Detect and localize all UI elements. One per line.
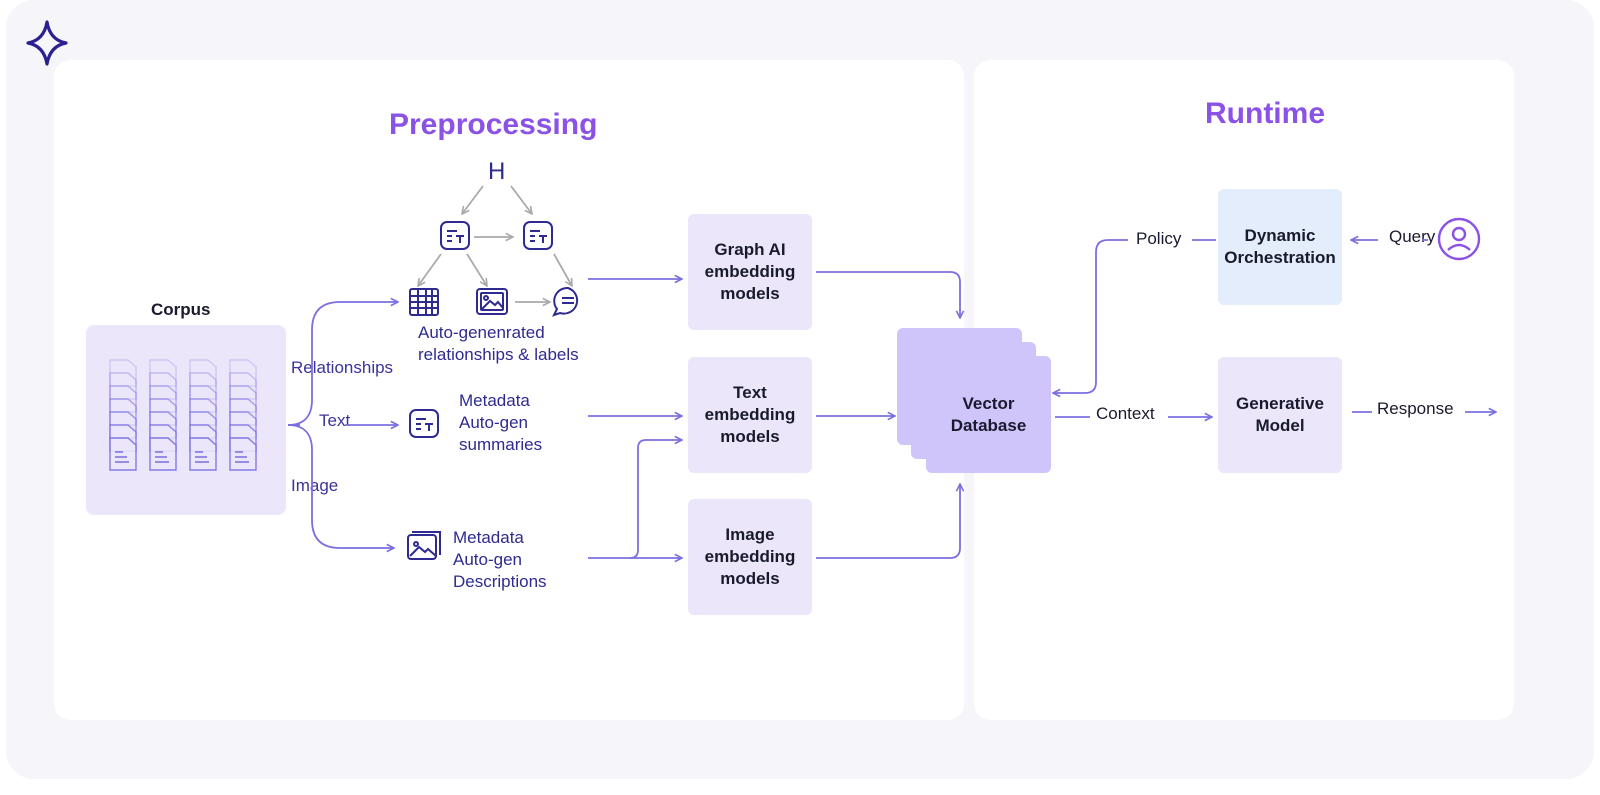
image-icon-metadata <box>407 531 441 560</box>
user-icon <box>1437 217 1481 261</box>
corpus-document-lines <box>235 451 249 463</box>
dynamic-orchestration-box: Dynamic Orchestration <box>1218 189 1342 305</box>
corpus-document-icon <box>189 372 217 400</box>
document-text-icon-2 <box>523 221 553 250</box>
corpus-document-icon <box>149 372 177 400</box>
corpus-document-icon <box>189 359 217 387</box>
image-embedding-box: Image embedding models <box>688 499 812 615</box>
corpus-document-icon <box>149 437 177 471</box>
graph-edges <box>418 185 572 302</box>
corpus-document-icon <box>229 372 257 400</box>
chat-bubble-icon <box>552 286 579 317</box>
corpus-document-lines <box>155 451 169 463</box>
corpus-branch-arrows <box>287 302 398 548</box>
corpus-document-icon <box>149 359 177 387</box>
branch-text-label: Text <box>319 411 351 430</box>
corpus-title: Corpus <box>151 300 211 319</box>
corpus-document-lines <box>115 451 129 463</box>
graph-caption: Auto-genenrated relationships & labels <box>418 323 579 364</box>
relationships-arrow <box>287 302 398 426</box>
image-model-to-db-arrow <box>816 484 960 559</box>
corpus-document-icon <box>109 437 137 471</box>
corpus-document-icon <box>109 359 137 387</box>
graph-root-label: H <box>488 158 506 185</box>
table-icon <box>409 288 439 316</box>
document-text-icon-3 <box>409 409 439 438</box>
corpus-document-icon <box>229 437 257 471</box>
branch-image-label: Image <box>291 476 339 495</box>
corpus-document-lines <box>195 451 209 463</box>
runtime-title: Runtime <box>1205 97 1325 130</box>
context-label: Context <box>1096 404 1155 423</box>
vector-database-box: Vector Database <box>926 356 1051 473</box>
preprocessing-title: Preprocessing <box>389 108 598 141</box>
policy-label: Policy <box>1136 229 1182 248</box>
corpus-document-icon <box>109 372 137 400</box>
model-arrows <box>588 271 960 559</box>
corpus-documents <box>109 359 257 471</box>
metadata-image-label: Metadata Auto-gen Descriptions <box>453 528 547 591</box>
metadata-text-label: Metadata Auto-gen summaries <box>459 391 543 454</box>
query-label: Query <box>1389 227 1436 246</box>
branch-relationships-label: Relationships <box>291 358 394 377</box>
corpus-document-icon <box>189 437 217 471</box>
image-arrow <box>287 424 394 548</box>
corpus-document-icon <box>229 359 257 387</box>
image-to-text-model-arrow <box>629 440 682 559</box>
text-embedding-box: Text embedding models <box>688 357 812 473</box>
document-text-icon-1 <box>440 221 470 250</box>
sparkle-logo-icon <box>26 20 68 66</box>
policy-arrow <box>1053 239 1128 393</box>
runtime-arrows <box>1053 240 1496 417</box>
response-label: Response <box>1377 399 1454 418</box>
graph-embedding-box: Graph AI embedding models <box>688 214 812 330</box>
image-icon-graph <box>476 288 508 315</box>
graph-model-to-db-arrow <box>816 271 960 318</box>
generative-model-box: Generative Model <box>1218 357 1342 473</box>
